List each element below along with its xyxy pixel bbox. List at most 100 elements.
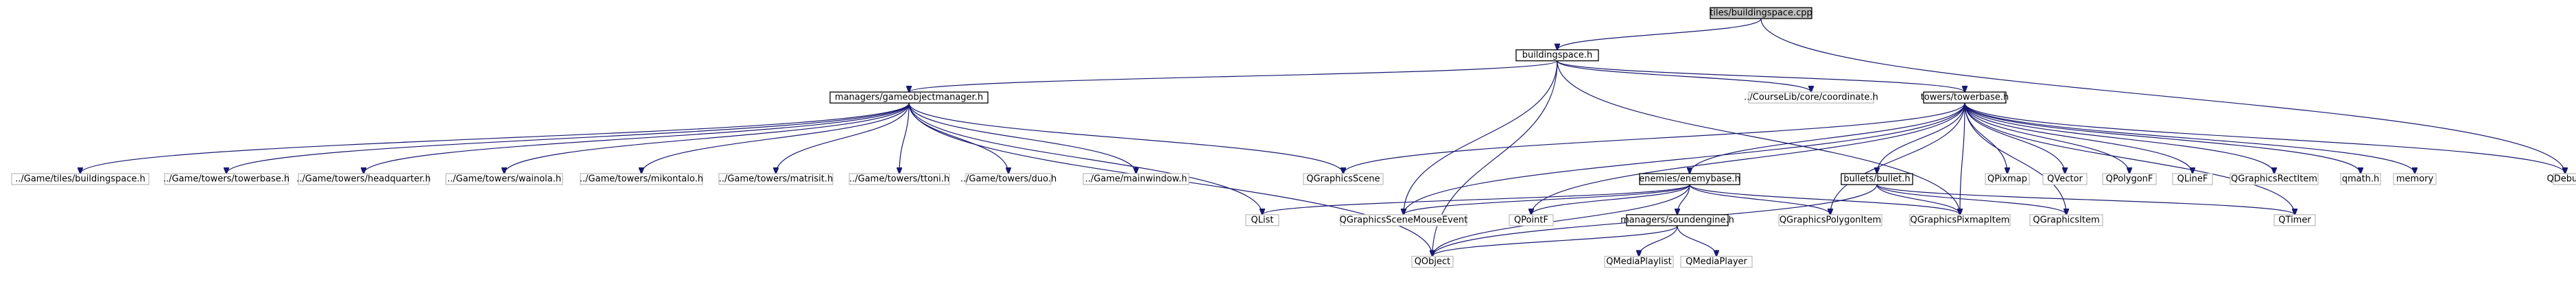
node-qmath: qmath.h: [2340, 173, 2381, 185]
node-label-sound: managers/soundengine.h: [1620, 215, 1734, 225]
node-qpolyf: QPolygonF: [2102, 173, 2157, 185]
node-qgsme: QGraphicsSceneMouseEvent: [1340, 214, 1467, 226]
node-box-bs_h: [1515, 49, 1599, 62]
node-qpointf: QPointF: [1509, 214, 1554, 226]
edge-eb-to-qgpix: [1689, 184, 1960, 215]
node-box-root: [1710, 7, 1812, 19]
node-box-qpixmap: [1985, 173, 2030, 185]
node-coord: ../CourseLib/core/coordinate.h: [1744, 91, 1878, 104]
node-label-qmplayer: QMediaPlayer: [1686, 257, 1747, 267]
node-g_mw: ../Game/mainwindow.h: [1083, 173, 1190, 185]
node-label-bs_h: buildingspace.h: [1522, 50, 1593, 60]
node-box-qgsme: [1340, 214, 1467, 226]
node-box-qgrect: [2230, 173, 2319, 185]
edge-tb-to-memory: [1964, 103, 2415, 174]
edge-gom-to-qlist: [908, 103, 1262, 215]
edge-bullet-to-qgitem: [1876, 184, 2066, 215]
edge-sound-to-qobject: [1432, 225, 1678, 257]
node-eb[interactable]: enemies/enemybase.h: [1639, 173, 1740, 185]
node-box-g_mw: [1083, 173, 1190, 185]
edge-eb-to-qgpoly: [1689, 184, 1830, 215]
node-box-qmath: [2340, 173, 2381, 185]
node-g_duo: ../Game/towers/duo.h: [960, 173, 1056, 185]
node-gom[interactable]: managers/gameobjectmanager.h: [829, 91, 989, 104]
node-qgrect: QGraphicsRectItem: [2230, 173, 2319, 185]
node-g_bs: ../Game/tiles/buildingspace.h: [11, 173, 150, 185]
edge-gom-to-g_mw: [908, 103, 1136, 174]
edge-gom-to-g_tb: [226, 102, 910, 174]
node-qgitem: QGraphicsItem: [2029, 214, 2103, 226]
edge-tb-to-qgitem: [1964, 103, 2066, 215]
node-box-qgscene: [1303, 173, 1384, 185]
node-label-qlist: QList: [1251, 215, 1274, 225]
edge-tb-to-qpolyf: [1964, 103, 2129, 174]
node-box-g_tb: [164, 173, 289, 185]
node-box-qgpoly: [1778, 214, 1882, 226]
node-label-g_mik: ../Game/towers/mikontalo.h: [580, 174, 703, 185]
edge-bs_h-to-gom: [909, 60, 1558, 92]
node-qlist: QList: [1245, 214, 1279, 226]
node-label-eb: enemies/enemybase.h: [1639, 174, 1740, 185]
edge-tb-to-qgpix: [1960, 103, 1965, 215]
edge-eb-to-qobject: [1432, 184, 1690, 257]
edge-bs_h-to-tb: [1557, 60, 1965, 92]
edge-bs_h-to-qgsme: [1404, 60, 1558, 215]
node-box-g_tto: [849, 173, 950, 185]
edge-tb-to-qvector: [1964, 103, 2065, 174]
node-box-coord: [1748, 91, 1874, 104]
edge-bs_h-to-coord: [1557, 60, 1811, 92]
node-box-gom: [829, 91, 989, 104]
node-root[interactable]: tiles/buildingspace.cpp: [1710, 7, 1812, 19]
node-g_mik: ../Game/towers/mikontalo.h: [580, 173, 703, 185]
node-qobject: QObject: [1411, 255, 1454, 268]
node-label-gom: managers/gameobjectmanager.h: [835, 93, 983, 103]
node-box-qpointf: [1509, 214, 1554, 226]
node-bullet[interactable]: bullets/bullet.h: [1841, 173, 1913, 185]
node-label-qtimer: QTimer: [2278, 215, 2311, 225]
node-qgpoly: QGraphicsPolygonItem: [1778, 214, 1882, 226]
node-qmplist: QMediaPlaylist: [1604, 255, 1674, 268]
edge-gom-to-g_tto: [899, 103, 910, 174]
node-label-qgrect: QGraphicsRectItem: [2231, 174, 2317, 185]
node-tb[interactable]: towers/towerbase.h: [1921, 91, 2009, 104]
node-label-qgscene: QGraphicsScene: [1306, 174, 1380, 185]
node-bs_h[interactable]: buildingspace.h: [1515, 49, 1599, 62]
edge-eb-to-qpointf: [1531, 184, 1690, 215]
node-label-qgpoly: QGraphicsPolygonItem: [1780, 215, 1881, 225]
node-label-tb: towers/towerbase.h: [1921, 93, 2009, 103]
node-box-g_mik: [580, 173, 703, 185]
node-label-g_tto: ../Game/towers/ttoni.h: [849, 174, 949, 185]
edge-gom-to-qgscene: [908, 103, 1343, 174]
edge-tb-to-eb: [1690, 103, 1965, 174]
node-memory: memory: [2393, 173, 2437, 185]
node-g_hq: ../Game/towers/headquarter.h: [296, 173, 431, 185]
edge-bullet-to-qtimer: [1876, 184, 2295, 215]
node-label-qdebug: QDebug: [2547, 174, 2576, 185]
node-label-coord: ../CourseLib/core/coordinate.h: [1744, 93, 1878, 103]
node-g_mat: ../Game/towers/matrisit.h: [718, 173, 834, 185]
edge-gom-to-g_mik: [641, 103, 910, 174]
node-label-qmplist: QMediaPlaylist: [1606, 257, 1671, 267]
node-sound[interactable]: managers/soundengine.h: [1620, 214, 1734, 226]
node-label-qmath: qmath.h: [2342, 174, 2380, 185]
edge-tb-to-qpointf: [1531, 103, 1965, 215]
node-box-g_bs: [11, 173, 150, 185]
edge-tb-to-qgpoly: [1830, 103, 1965, 215]
node-box-eb: [1639, 173, 1740, 185]
node-box-qvector: [2042, 173, 2088, 185]
edge-gom-to-g_hq: [364, 102, 910, 174]
node-box-qmplist: [1604, 255, 1674, 268]
node-label-g_wai: ../Game/towers/wainola.h: [447, 174, 561, 185]
node-qgscene: QGraphicsScene: [1303, 173, 1384, 185]
node-box-qpolyf: [2102, 173, 2157, 185]
node-g_tb: ../Game/towers/towerbase.h: [163, 173, 289, 185]
edge-gom-to-g_wai: [504, 103, 910, 174]
edge-tb-to-bullet: [1877, 103, 1965, 174]
nodes-layer: tiles/buildingspace.cpp buildingspace.h ma…: [11, 7, 2576, 268]
node-label-g_hq: ../Game/towers/headquarter.h: [296, 174, 431, 185]
node-g_tto: ../Game/towers/ttoni.h: [849, 173, 950, 185]
node-label-qpixmap: QPixmap: [1987, 174, 2027, 185]
node-g_wai: ../Game/towers/wainola.h: [445, 173, 563, 185]
node-box-qobject: [1411, 255, 1454, 268]
